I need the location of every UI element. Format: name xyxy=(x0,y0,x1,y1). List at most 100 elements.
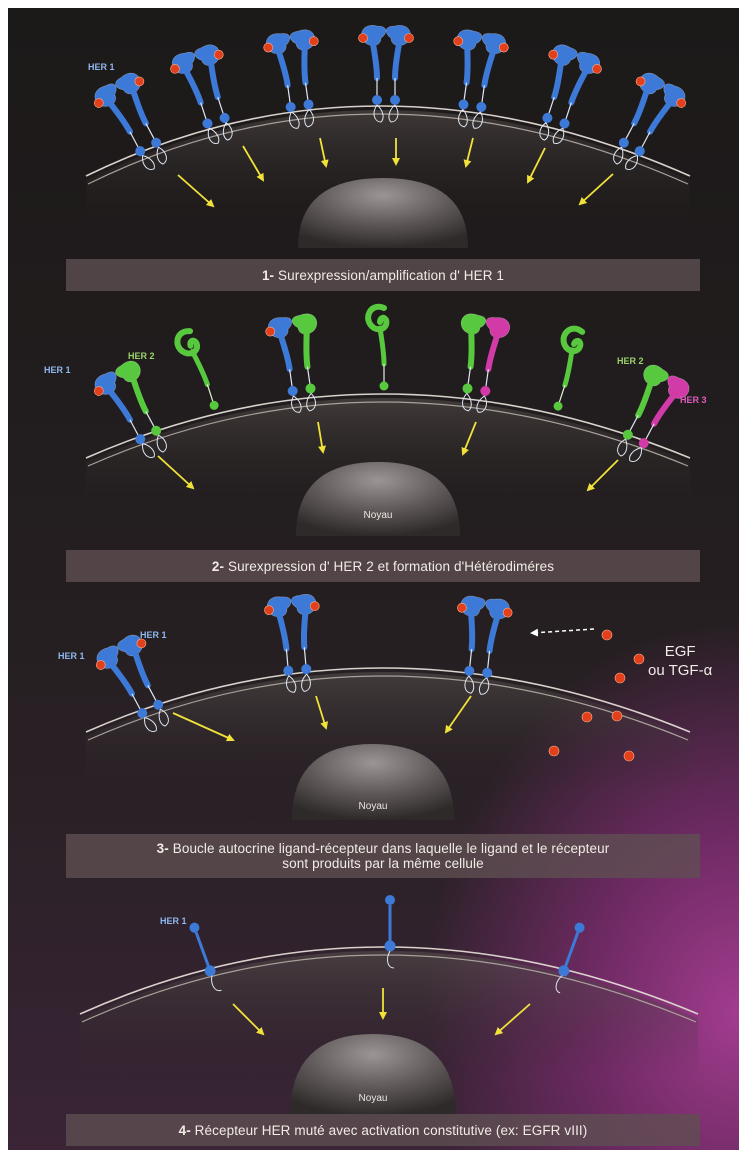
panel-2: HER 1 HER 2 HER 2 HER 3 Noyau 2- Surexpr… xyxy=(8,303,739,594)
receptor-monomer xyxy=(613,72,665,165)
receptor-monomer xyxy=(194,44,233,141)
receptor-dimer xyxy=(264,594,320,693)
ligand-ball xyxy=(263,42,274,53)
receptor-dimer xyxy=(265,313,318,413)
label-her1-a: HER 1 xyxy=(140,630,167,640)
ligand-ball xyxy=(457,602,467,613)
receptor-monomer xyxy=(289,29,319,128)
label-her2-right: HER 2 xyxy=(617,356,644,366)
receptor-dimer xyxy=(613,72,687,170)
cell-membrane-inner xyxy=(87,675,689,741)
her1-receptor-group xyxy=(93,25,687,170)
caption-3-line1: Boucle autocrine ligand-récepteur dans l… xyxy=(168,841,610,856)
nucleus-label: Noyau xyxy=(358,801,388,812)
mutant-receptor-group xyxy=(189,895,585,994)
signal-arrow xyxy=(461,421,477,456)
nucleus xyxy=(298,178,468,248)
signal-arrow xyxy=(317,421,326,454)
receptor-monomer xyxy=(95,645,157,732)
panel-4-graphic xyxy=(79,895,699,1116)
label-her3: HER 3 xyxy=(680,395,707,405)
nucleus-label: Noyau xyxy=(363,510,393,521)
receptor-monomer xyxy=(291,594,320,692)
signal-arrows xyxy=(177,137,614,208)
signal-arrow xyxy=(319,137,329,168)
signal-arrow xyxy=(157,455,195,490)
signal-arrows xyxy=(157,421,619,492)
mutant-receptor xyxy=(384,895,396,969)
receptor-monomer xyxy=(629,375,690,462)
ligand-label-line1: EGF xyxy=(664,643,696,660)
ligand-ball xyxy=(264,605,274,615)
cell-membrane-fill xyxy=(86,398,690,509)
receptor-monomer xyxy=(358,25,387,123)
her1-receptor-group xyxy=(95,594,513,732)
ligand-label: EGF ou TGF-α xyxy=(648,642,712,680)
ligand-ball xyxy=(453,36,464,46)
ligand-ball xyxy=(614,672,626,684)
diagram-board: HER 1 1- Surexpression/amplification d' … xyxy=(8,8,739,1150)
receptor-dimer xyxy=(453,29,509,129)
ligand-ball xyxy=(134,76,145,87)
cell-membrane-inner xyxy=(81,954,697,1023)
nucleus xyxy=(290,1034,456,1116)
receptor-monomer xyxy=(117,634,169,727)
caption-4-text: Récepteur HER muté avec activation const… xyxy=(190,1122,588,1138)
ligand-ball xyxy=(404,33,414,43)
ligand-ball xyxy=(548,745,560,757)
cell-membrane-fill xyxy=(86,672,690,788)
receptor-dimer xyxy=(460,313,510,413)
ligand-label-line2: ou TGF-α xyxy=(648,662,713,679)
cell-membrane-outer xyxy=(85,667,691,733)
nucleus xyxy=(296,462,460,536)
receptor-dimer xyxy=(93,360,167,458)
ligand-ball xyxy=(308,36,319,46)
ligand-ball xyxy=(170,64,180,74)
ligand-ball xyxy=(611,710,623,722)
receptor-dimer xyxy=(263,29,319,129)
signal-arrow xyxy=(527,147,546,184)
mutant-receptor xyxy=(189,922,222,992)
receptor-monomer xyxy=(478,598,513,695)
receptor-dimer xyxy=(170,44,233,145)
label-her2-left: HER 2 xyxy=(128,351,155,361)
cell-membrane-fill xyxy=(86,110,690,223)
receptor-group xyxy=(93,303,690,462)
cell-membrane-outer xyxy=(79,946,699,1015)
receptor-monomer xyxy=(365,303,390,391)
receptor-monomer xyxy=(472,33,509,129)
ligand-ball xyxy=(635,76,646,87)
free-ligand-group xyxy=(548,629,645,762)
cell-membrane-outer xyxy=(85,105,691,177)
receptor-monomer xyxy=(553,325,586,411)
caption-3-line2: sont produits par la même cellule xyxy=(282,856,484,871)
ligand-ball xyxy=(633,653,645,665)
signal-arrow xyxy=(315,695,329,730)
receptor-dimer xyxy=(539,44,602,145)
signal-arrow xyxy=(578,173,614,206)
signal-arrow xyxy=(494,1003,531,1036)
label-her1: HER 1 xyxy=(44,365,71,375)
receptor-monomer xyxy=(453,29,483,128)
caption-4: 4- Récepteur HER muté avec activation co… xyxy=(66,1114,700,1146)
caption-3: 3- Boucle autocrine ligand-récepteur dan… xyxy=(66,834,700,878)
ligand-ball xyxy=(498,42,509,53)
receptor-monomer xyxy=(93,371,155,458)
caption-3-number: 3- xyxy=(156,841,169,856)
receptor-monomer xyxy=(539,44,578,141)
ligand-ball xyxy=(93,98,104,108)
ligand-ball xyxy=(592,64,602,74)
panel-4: HER 1 Noyau 4- Récepteur HER muté avec a… xyxy=(8,884,739,1150)
nucleus xyxy=(292,744,454,820)
caption-4-number: 4- xyxy=(178,1122,191,1138)
panel-1-graphic xyxy=(85,25,691,248)
ligand-ball xyxy=(676,98,687,108)
ligand-ball xyxy=(309,601,320,611)
panel-3: HER 1 HER 1 EGF ou TGF-α Noyau 3- Boucle… xyxy=(8,588,739,898)
ligand-ball xyxy=(213,49,224,60)
ligand-ball xyxy=(581,711,593,723)
ligand-ball xyxy=(265,326,276,337)
cell-membrane-inner xyxy=(87,113,689,185)
signal-arrow xyxy=(172,712,235,742)
ligand-ball xyxy=(601,629,613,641)
